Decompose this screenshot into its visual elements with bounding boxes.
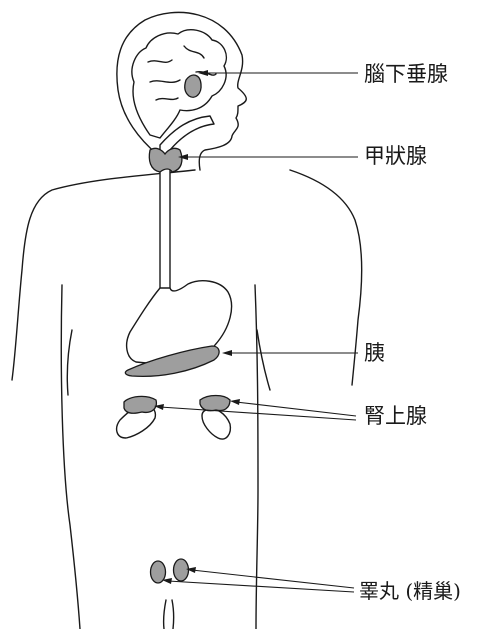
arrowhead-adrenal-right (230, 399, 240, 405)
label-pituitary-gland: 腦下垂腺 (364, 64, 448, 85)
body-outline (12, 170, 362, 629)
adrenal-gland-right (200, 396, 230, 411)
testis-right (174, 559, 189, 581)
arm-contour-left (67, 330, 72, 395)
kidney-right (202, 409, 230, 439)
esophagus (160, 116, 214, 290)
label-pancreas: 胰 (364, 343, 385, 364)
pituitary-gland (185, 75, 201, 97)
label-thyroid-gland: 甲狀腺 (364, 146, 427, 167)
leader-testis-left (168, 581, 354, 592)
adrenal-gland-left (124, 396, 156, 413)
leader-adrenal-right (236, 402, 356, 416)
pelvis-contour (164, 600, 174, 629)
testis-left (151, 561, 166, 583)
arrowhead-pancreas (222, 350, 232, 356)
label-adrenal-gland: 腎上腺 (364, 406, 427, 427)
leader-testis-right (192, 570, 354, 588)
arm-contour-right (257, 330, 270, 390)
label-testes: 睪丸 (精巢) (359, 581, 461, 601)
